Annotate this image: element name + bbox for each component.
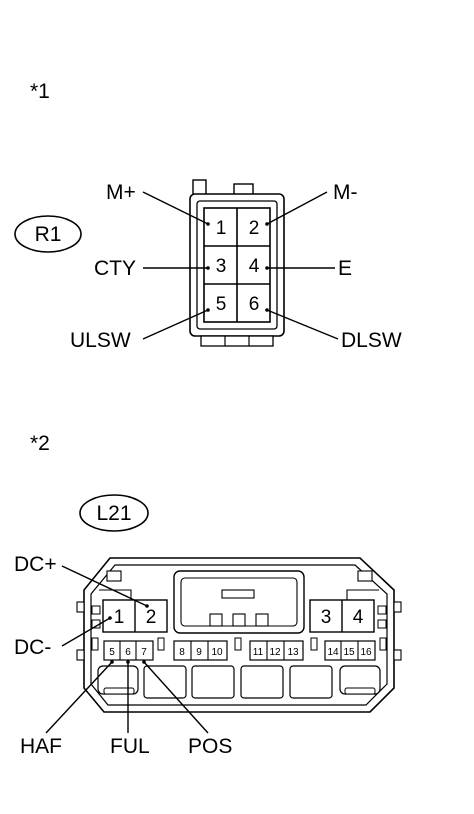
l21-pin-11: 11 [253, 647, 264, 658]
r1-pin-3: 3 [216, 256, 227, 277]
r1-pin-6: 6 [249, 294, 260, 315]
l21-label-dc-plus: DC+ [14, 553, 57, 576]
r1-pin-4: 4 [249, 256, 260, 277]
r1-label-m-minus: M- [333, 181, 358, 204]
l21-pin-8: 8 [179, 647, 185, 658]
l21-leader-dots [108, 604, 149, 664]
l21-pin-5: 5 [109, 647, 115, 658]
l21-label-haf: HAF [20, 735, 62, 758]
l21-id-text: L21 [96, 502, 131, 525]
r1-label-cty: CTY [94, 257, 136, 280]
l21-pin-12: 12 [269, 647, 281, 658]
l21-pin-1: 1 [114, 607, 125, 628]
l21-pin-9: 9 [196, 647, 202, 658]
l21-pin-4: 4 [353, 607, 364, 628]
r1-pin-2: 2 [249, 218, 260, 239]
l21-pin-7: 7 [141, 647, 147, 658]
l21-leader-lines [45, 565, 209, 734]
section1-marker: *1 [30, 80, 50, 103]
l21-pin-15: 15 [343, 647, 355, 658]
l21-connector [76, 557, 402, 713]
l21-pin-14: 14 [327, 647, 339, 658]
r1-pin-5: 5 [216, 294, 227, 315]
r1-id-text: R1 [35, 223, 62, 246]
r1-id-badge: R1 [14, 215, 82, 253]
r1-label-m-plus: M+ [106, 181, 136, 204]
l21-pin-13: 13 [287, 647, 299, 658]
l21-label-pos: POS [188, 735, 232, 758]
r1-label-e: E [338, 257, 352, 280]
l21-pin-6: 6 [125, 647, 131, 658]
l21-pin-2: 2 [146, 607, 157, 628]
l21-pin-16: 16 [360, 647, 372, 658]
r1-label-ulsw: ULSW [70, 329, 131, 352]
r1-leader-dots [206, 222, 269, 312]
section2-marker: *2 [30, 432, 50, 455]
r1-label-dlsw: DLSW [341, 329, 402, 352]
r1-pin-1: 1 [216, 218, 227, 239]
l21-label-ful: FUL [110, 735, 150, 758]
l21-pin-3: 3 [321, 607, 332, 628]
r1-connector [189, 179, 285, 347]
l21-pin-10: 10 [211, 647, 223, 658]
l21-label-dc-minus: DC- [14, 636, 51, 659]
r1-leader-lines [142, 191, 339, 340]
l21-id-badge: L21 [79, 494, 149, 532]
